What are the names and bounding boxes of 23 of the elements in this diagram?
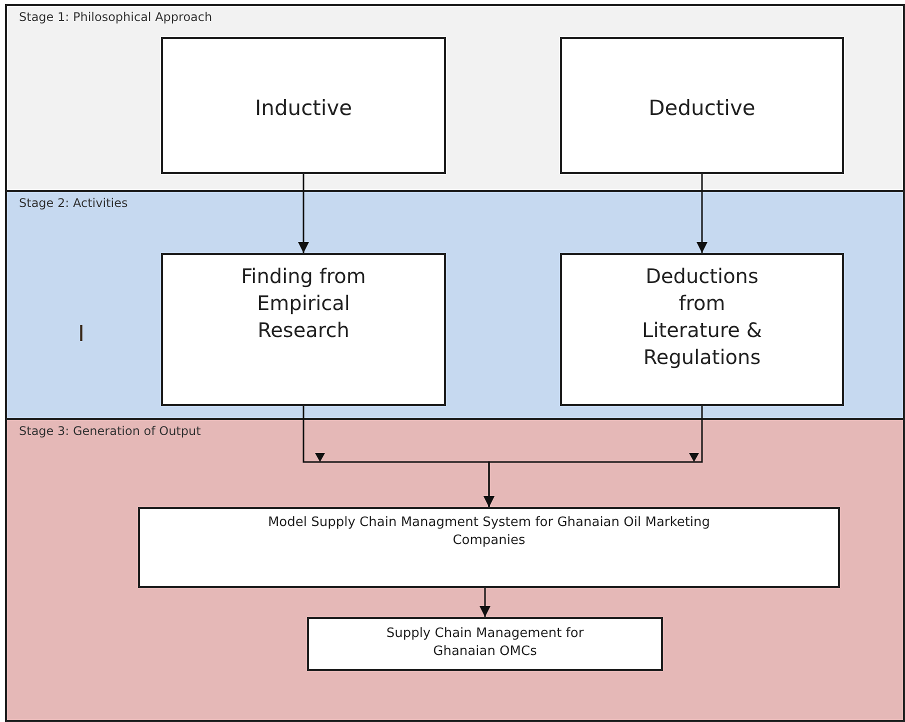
process-box	[560, 253, 844, 406]
stage-band	[5, 418, 905, 722]
process-box	[161, 253, 446, 406]
stage-band	[5, 190, 905, 420]
box-text: Model Supply Chain Managment System for Ghanaian Oil Marketing Companies	[266, 514, 712, 550]
arrow	[696, 174, 708, 253]
box-text: Finding from Empirical Research	[240, 263, 367, 344]
arrow	[480, 588, 490, 617]
arrow	[484, 406, 703, 507]
box-text: Deductive	[648, 95, 756, 122]
process-box	[138, 507, 840, 588]
arrow	[298, 174, 309, 253]
stage-heading: Stage 1: Philosophical Approach	[19, 10, 212, 24]
process-box	[560, 37, 844, 174]
stage-band	[5, 4, 905, 192]
process-box	[307, 617, 663, 671]
stage-heading: Stage 3: Generation of Output	[19, 424, 201, 438]
stage-heading: Stage 2: Activities	[19, 196, 128, 210]
box-text: Inductive	[254, 95, 352, 122]
box-text: Deductions from Literature & Regulations	[641, 263, 763, 371]
box-text: Supply Chain Management for Ghanaian OMCs	[385, 625, 585, 660]
process-box	[161, 37, 446, 174]
text-label: I	[78, 322, 84, 347]
